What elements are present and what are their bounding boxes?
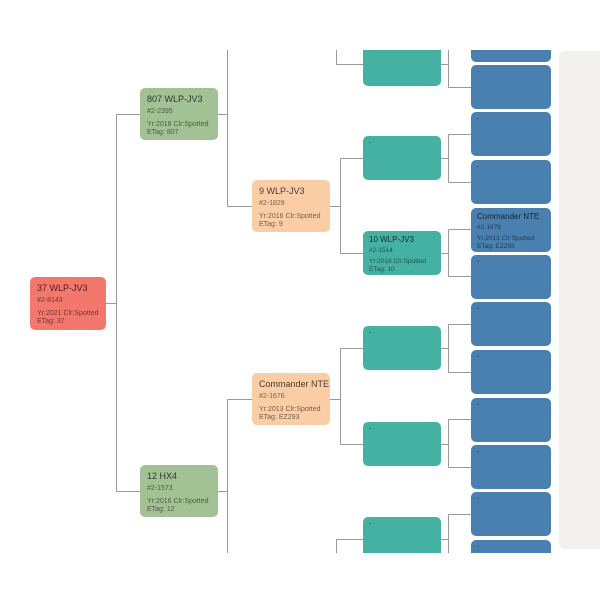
empty-node-mark: - [477, 449, 480, 456]
node-number: #2-1514 [369, 247, 393, 254]
node-number: #2-1676 [259, 393, 285, 400]
pedigree-canvas[interactable]: 37 WLP-JV3 #2-8143 Yr:2021 Clr:Spotted E… [0, 50, 600, 553]
node-details: Yr:2016 Clr:Spotted [147, 498, 209, 505]
pedigree-node-unknown[interactable]: - [363, 422, 441, 466]
node-details: Yr:2018 Clr:Spotted [147, 121, 209, 128]
empty-node-mark: - [369, 50, 435, 54]
node-details: Yr:2013 Clr:Spotted [477, 235, 535, 242]
pedigree-node-sire-dam[interactable]: 9 WLP-JV3 #2-1829 Yr:2016 Clr:Spotted ET… [252, 180, 330, 232]
pedigree-node-unknown[interactable]: - [471, 112, 551, 156]
pedigree-node-unknown[interactable]: - [363, 517, 441, 553]
empty-node-mark: - [369, 140, 372, 147]
empty-node-mark: - [477, 402, 480, 409]
empty-node-mark: - [477, 164, 480, 171]
node-details: Yr:2016 Clr:Spotted [369, 258, 427, 265]
pedigree-node-unknown[interactable]: - [471, 540, 551, 553]
pedigree-node-dam[interactable]: 12 HX4 #2-1573 Yr:2016 Clr:Spotted ETag:… [140, 465, 218, 517]
node-etag: ETag: 9 [259, 221, 283, 228]
empty-node-mark: - [477, 306, 480, 313]
empty-node-mark: - [477, 259, 480, 266]
generation-6-placeholder-column [559, 51, 600, 549]
node-number: #2-8143 [37, 297, 63, 304]
pedigree-connectors [106, 50, 471, 553]
pedigree-node-unknown[interactable]: - [471, 255, 551, 299]
node-etag: ETag: 10 [369, 266, 395, 273]
pedigree-node-unknown[interactable]: - [471, 350, 551, 394]
pedigree-node-unknown[interactable]: - [471, 445, 551, 489]
node-name: 12 HX4 [147, 471, 178, 481]
empty-node-mark: - [477, 116, 480, 123]
empty-node-mark: - [477, 354, 480, 361]
node-details: Yr:2021 Clr:Spotted [37, 310, 99, 317]
node-name: 37 WLP-JV3 [37, 283, 88, 293]
node-details: Yr:2013 Clr:Spotted [259, 406, 321, 413]
pedigree-node-dam-sire[interactable]: Commander NTE #2-1676 Yr:2013 Clr:Spotte… [252, 373, 330, 425]
pedigree-node-unknown[interactable] [471, 50, 551, 62]
pedigree-node-sire-dam-dam[interactable]: 10 WLP-JV3 #2-1514 Yr:2016 Clr:Spotted E… [363, 231, 441, 275]
node-name: Commander NTE [259, 379, 330, 389]
pedigree-node-sire-dam-dam-sire[interactable]: Commander NTE #2-1676 Yr:2013 Clr:Spotte… [471, 208, 551, 252]
node-etag: ETag: 807 [147, 129, 179, 136]
empty-node-mark: - [369, 330, 372, 337]
node-number: #2-1573 [147, 485, 173, 492]
pedigree-node-unknown[interactable]: - [471, 492, 551, 536]
node-name: Commander NTE [477, 212, 540, 221]
pedigree-node-unknown[interactable]: - [471, 160, 551, 204]
pedigree-node-unknown[interactable]: - [363, 326, 441, 370]
node-name: 807 WLP-JV3 [147, 94, 203, 104]
empty-node-mark: - [477, 544, 480, 551]
node-etag: ETag: EZ293 [259, 414, 300, 421]
node-etag: ETag: EZ293 [477, 243, 515, 250]
node-name: 9 WLP-JV3 [259, 186, 305, 196]
pedigree-node-sire[interactable]: 807 WLP-JV3 #2-2395 Yr:2018 Clr:Spotted … [140, 88, 218, 140]
node-number: #2-1829 [259, 200, 285, 207]
pedigree-node-subject[interactable]: 37 WLP-JV3 #2-8143 Yr:2021 Clr:Spotted E… [30, 277, 106, 330]
pedigree-node-unknown[interactable]: - [471, 65, 551, 109]
node-etag: ETag: 12 [147, 506, 175, 513]
pedigree-node-unknown[interactable]: - [471, 302, 551, 346]
pedigree-node-unknown[interactable]: - [363, 50, 441, 86]
empty-node-mark: - [477, 496, 480, 503]
empty-node-mark: - [477, 69, 480, 76]
empty-node-mark: - [369, 521, 372, 528]
pedigree-node-unknown[interactable]: - [471, 398, 551, 442]
node-number: #2-1676 [477, 224, 501, 231]
node-name: 10 WLP-JV3 [369, 235, 414, 244]
node-details: Yr:2016 Clr:Spotted [259, 213, 321, 220]
pedigree-node-unknown[interactable]: - [363, 136, 441, 180]
node-etag: ETag: 37 [37, 318, 65, 325]
empty-node-mark: - [369, 426, 372, 433]
node-number: #2-2395 [147, 108, 173, 115]
